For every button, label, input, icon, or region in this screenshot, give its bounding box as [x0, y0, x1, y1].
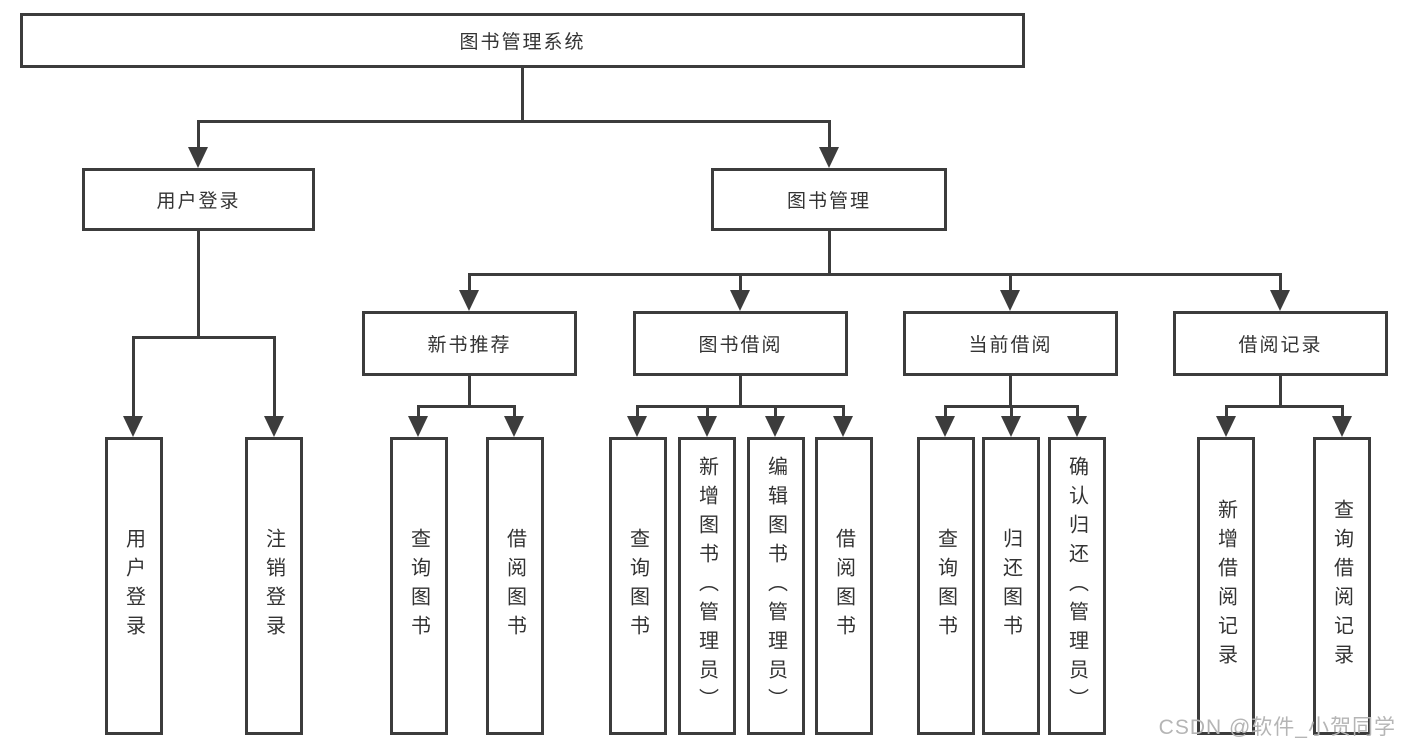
connector-rail-user-login [132, 336, 276, 339]
connector-rail-borrow-records [1225, 405, 1344, 408]
arrow-down-icon [188, 147, 208, 168]
leaf-edit-book-admin: 编辑图书（管理员） [747, 437, 805, 735]
connector-rail-root [197, 120, 831, 123]
connector-rail-new-book [417, 405, 516, 408]
node-label: 借阅图书 [503, 528, 526, 644]
leaf-confirm-return-admin: 确认归还（管理员） [1048, 437, 1106, 735]
arrow-down-icon [459, 290, 479, 311]
node-new-book-recommend: 新书推荐 [362, 311, 577, 376]
arrow-down-icon [504, 416, 524, 437]
connector-drop [706, 405, 709, 417]
watermark-text: CSDN @软件_小贺同学 [1158, 716, 1396, 739]
arrow-down-icon [1332, 416, 1352, 437]
node-label: 新增图书（管理员） [695, 455, 718, 717]
connector-drop [828, 120, 831, 148]
arrow-down-icon [1067, 416, 1087, 437]
node-label: 图书管理 [786, 191, 871, 212]
connector-drop [842, 405, 845, 417]
leaf-add-book-admin: 新增图书（管理员） [678, 437, 736, 735]
connector-drop [1225, 405, 1228, 417]
connector-drop [273, 336, 276, 417]
node-current-borrow: 当前借阅 [903, 311, 1118, 376]
connector-stub-new-book [468, 376, 471, 408]
node-label: 新书推荐 [427, 335, 512, 356]
node-label: 查询图书 [626, 528, 649, 644]
node-label: 注销登录 [262, 528, 285, 644]
node-label: 图书管理系统 [459, 32, 586, 53]
arrow-down-icon [408, 416, 428, 437]
arrow-down-icon [765, 416, 785, 437]
node-label: 查询图书 [407, 528, 430, 644]
node-user-login: 用户登录 [82, 168, 315, 231]
connector-drop [1009, 273, 1012, 292]
leaf-query-book-1: 查询图书 [390, 437, 448, 735]
connector-drop [739, 273, 742, 292]
connector-drop [1279, 273, 1282, 292]
connector-drop [132, 336, 135, 417]
node-label: 归还图书 [999, 528, 1022, 644]
arrow-down-icon [627, 416, 647, 437]
node-book-management: 图书管理 [711, 168, 947, 231]
arrow-down-icon [819, 147, 839, 168]
connector-stub-current-borrow [1009, 376, 1012, 408]
node-label: 借阅记录 [1238, 335, 1323, 356]
node-label: 查询图书 [934, 528, 957, 644]
leaf-borrow-book-1: 借阅图书 [486, 437, 544, 735]
connector-stub-root [521, 68, 524, 123]
arrow-down-icon [264, 416, 284, 437]
leaf-borrow-book-2: 借阅图书 [815, 437, 873, 735]
leaf-user-login: 用户登录 [105, 437, 163, 735]
leaf-logout: 注销登录 [245, 437, 303, 735]
arrow-down-icon [1270, 290, 1290, 311]
node-label: 借阅图书 [832, 528, 855, 644]
node-label: 用户登录 [156, 191, 241, 212]
connector-stub-book-management [828, 231, 831, 276]
connector-drop [417, 405, 420, 417]
leaf-query-book-3: 查询图书 [917, 437, 975, 735]
connector-rail-book-management [468, 273, 1282, 276]
connector-stub-borrow-records [1279, 376, 1282, 408]
connector-drop [513, 405, 516, 417]
connector-drop [944, 405, 947, 417]
arrow-down-icon [123, 416, 143, 437]
leaf-return-book: 归还图书 [982, 437, 1040, 735]
node-label: 当前借阅 [968, 335, 1053, 356]
arrow-down-icon [1001, 416, 1021, 437]
node-label: 确认归还（管理员） [1065, 455, 1088, 717]
arrow-down-icon [697, 416, 717, 437]
arrow-down-icon [833, 416, 853, 437]
connector-stub-book-borrow [739, 376, 742, 408]
connector-drop [1010, 405, 1013, 417]
arrow-down-icon [1216, 416, 1236, 437]
node-root: 图书管理系统 [20, 13, 1025, 68]
connector-drop [197, 120, 200, 148]
arrow-down-icon [935, 416, 955, 437]
node-label: 新增借阅记录 [1214, 499, 1237, 673]
leaf-add-borrow-record: 新增借阅记录 [1197, 437, 1255, 735]
node-borrow-records: 借阅记录 [1173, 311, 1388, 376]
arrow-down-icon [730, 290, 750, 311]
node-label: 用户登录 [122, 528, 145, 644]
node-label: 查询借阅记录 [1330, 499, 1353, 673]
connector-drop [1076, 405, 1079, 417]
connector-drop [774, 405, 777, 417]
node-book-borrow: 图书借阅 [633, 311, 848, 376]
arrow-down-icon [1000, 290, 1020, 311]
leaf-query-borrow-record: 查询借阅记录 [1313, 437, 1371, 735]
leaf-query-book-2: 查询图书 [609, 437, 667, 735]
node-label: 编辑图书（管理员） [764, 455, 787, 717]
connector-drop [636, 405, 639, 417]
connector-drop [1341, 405, 1344, 417]
node-label: 图书借阅 [698, 335, 783, 356]
connector-rail-book-borrow [636, 405, 845, 408]
connector-stub-user-login [197, 231, 200, 339]
connector-drop [468, 273, 471, 292]
